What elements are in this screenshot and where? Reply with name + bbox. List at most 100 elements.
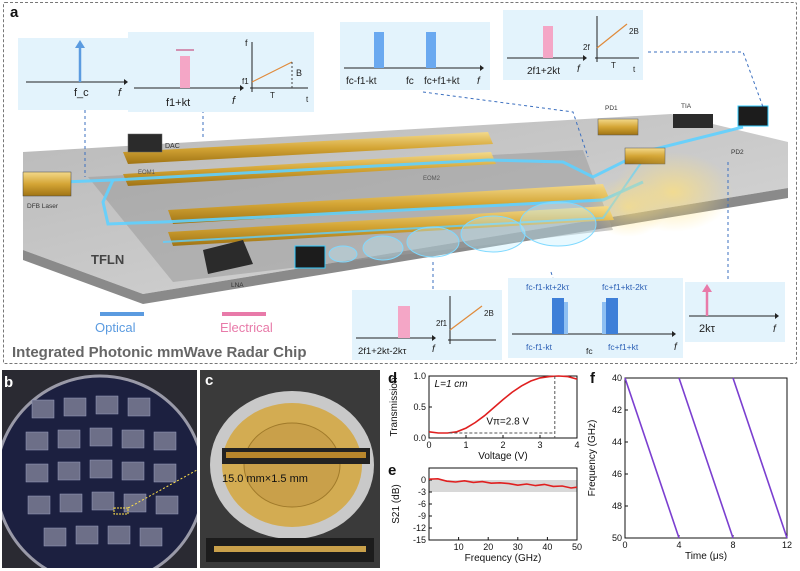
rx-antenna-chip (294, 245, 326, 269)
x-tick-label: 40 (542, 542, 552, 552)
svg-text:fc-f1-kt: fc-f1-kt (346, 76, 377, 87)
series-line-2 (732, 377, 788, 539)
x-tick-label: 0 (622, 540, 627, 550)
svg-text:fc: fc (586, 346, 593, 356)
svg-text:f: f (118, 87, 122, 99)
svg-text:fc: fc (406, 76, 414, 87)
svg-text:2f1+2kt-2kτ: 2f1+2kt-2kτ (358, 346, 407, 357)
inset-rx-optical: fc-f1-kt+2kτ fc+f1+kt-2kτ fc-f1-kt fc fc… (508, 278, 683, 358)
x-axis-label: Voltage (V) (478, 451, 527, 462)
svg-text:2f1: 2f1 (436, 319, 448, 328)
y-tick-label: -3 (418, 487, 426, 497)
inset-eom-output: fc-f1-kt fc fc+f1+kt f (340, 22, 490, 90)
plot-frame (624, 377, 788, 539)
series-line-1 (678, 377, 734, 539)
panel-a-label: a (10, 4, 19, 21)
y-tick-label: 0.5 (413, 402, 426, 412)
antenna-chip (737, 105, 769, 127)
eom1-electrode-top (123, 132, 493, 164)
panel-f-label: f (590, 370, 595, 387)
x-tick-label: 8 (730, 540, 735, 550)
x-tick-label: 50 (572, 542, 582, 552)
coin-photo: 15.0 mm×1.5 mm (200, 370, 380, 568)
svg-text:f: f (232, 95, 236, 107)
y-tick-label: 0 (421, 475, 426, 485)
y-tick-label: -9 (418, 511, 426, 521)
pd1 (597, 118, 639, 136)
y-tick-label: -6 (418, 499, 426, 509)
dfb-label: DFB Laser (27, 203, 59, 210)
inset-rx-electrical: 2f1+2kt-2kτ f 2f1 2B (352, 290, 502, 360)
x-tick-label: 10 (454, 542, 464, 552)
y-axis-label: Transmission (389, 377, 400, 436)
legend-electrical-swatch (222, 312, 266, 316)
lna-chip (203, 240, 253, 274)
svg-text:t: t (306, 95, 309, 104)
panel-c-label: c (205, 372, 214, 389)
wafer-photo (2, 370, 197, 568)
legend-optical-swatch (100, 312, 144, 316)
eom2-electrode-top (168, 184, 609, 224)
svg-text:T: T (611, 61, 616, 70)
plot-frame (428, 467, 578, 541)
x-tick-label: 2 (500, 440, 505, 450)
x-tick-label: 30 (513, 542, 523, 552)
tfln-label: TFLN (91, 252, 124, 267)
x-axis-label: Time (μs) (685, 551, 727, 562)
tia-chip (673, 114, 713, 128)
y-tick-label: 42 (612, 405, 622, 415)
svg-text:2f: 2f (583, 43, 590, 52)
lna-label: LNA (231, 282, 244, 289)
carrier-label: f_c (74, 87, 89, 99)
svg-text:fc+f1+kt: fc+f1+kt (608, 342, 639, 352)
svg-text:f: f (773, 324, 777, 335)
chip-dimension-label: 15.0 mm×1.5 mm (222, 473, 308, 485)
inset-chirp: f1+kt f f f1 B T t (128, 32, 314, 112)
pd2-label: PD2 (731, 149, 744, 156)
series-line-0 (624, 377, 680, 539)
legend-optical: Optical (95, 320, 136, 335)
x-tick-label: 3 (537, 440, 542, 450)
x-tick-label: 0 (426, 440, 431, 450)
svg-text:f1+kt: f1+kt (166, 97, 190, 109)
y-tick-label: 48 (612, 501, 622, 511)
x-tick-label: 4 (676, 540, 681, 550)
y-tick-label: 40 (612, 373, 622, 383)
panel-e-label: e (388, 462, 397, 479)
series-line-0 (428, 375, 578, 434)
svg-text:T: T (270, 91, 275, 100)
tia-label: TIA (681, 103, 692, 110)
chip-illustration: DFB Laser DAC EOM1 EOM2 PD1 TIA PD2 LNA … (22, 51, 788, 312)
x-tick-label: 20 (483, 542, 493, 552)
svg-text:f: f (577, 64, 581, 75)
wafer-dies (25, 395, 179, 547)
y-axis-label: Frequency (GHz) (587, 420, 598, 497)
svg-text:fc-f1-kt+2kτ: fc-f1-kt+2kτ (526, 282, 570, 292)
legend-electrical: Electrical (220, 320, 273, 335)
svg-text:fc+f1+kt: fc+f1+kt (424, 76, 460, 87)
pd1-label: PD1 (605, 105, 618, 112)
svg-text:fc+f1+kt-2kτ: fc+f1+kt-2kτ (602, 282, 648, 292)
svg-text:2f1+2kt: 2f1+2kt (527, 66, 560, 77)
inset-beat: 2kτ f (685, 282, 785, 342)
panel-a-title: Integrated Photonic mmWave Radar Chip (12, 344, 307, 361)
x-tick-label: 4 (574, 440, 579, 450)
svg-text:f1: f1 (242, 77, 249, 86)
panel-b-label: b (4, 374, 14, 391)
eom1-label: EOM1 (138, 170, 156, 176)
dfb-laser (22, 171, 72, 197)
svg-text:f: f (674, 342, 678, 353)
svg-text:B: B (296, 68, 302, 78)
svg-text:f: f (245, 38, 248, 48)
y-tick-label: 44 (612, 437, 622, 447)
inset-tx: 2f1+2kt f 2f 2B T t (503, 10, 643, 80)
series-line-0 (428, 477, 578, 489)
x-tick-label: 12 (782, 540, 792, 550)
y-tick-label: 50 (612, 533, 622, 543)
x-tick-label: 1 (463, 440, 468, 450)
panel-d-label: d (388, 370, 398, 387)
rx-beam (328, 201, 597, 263)
